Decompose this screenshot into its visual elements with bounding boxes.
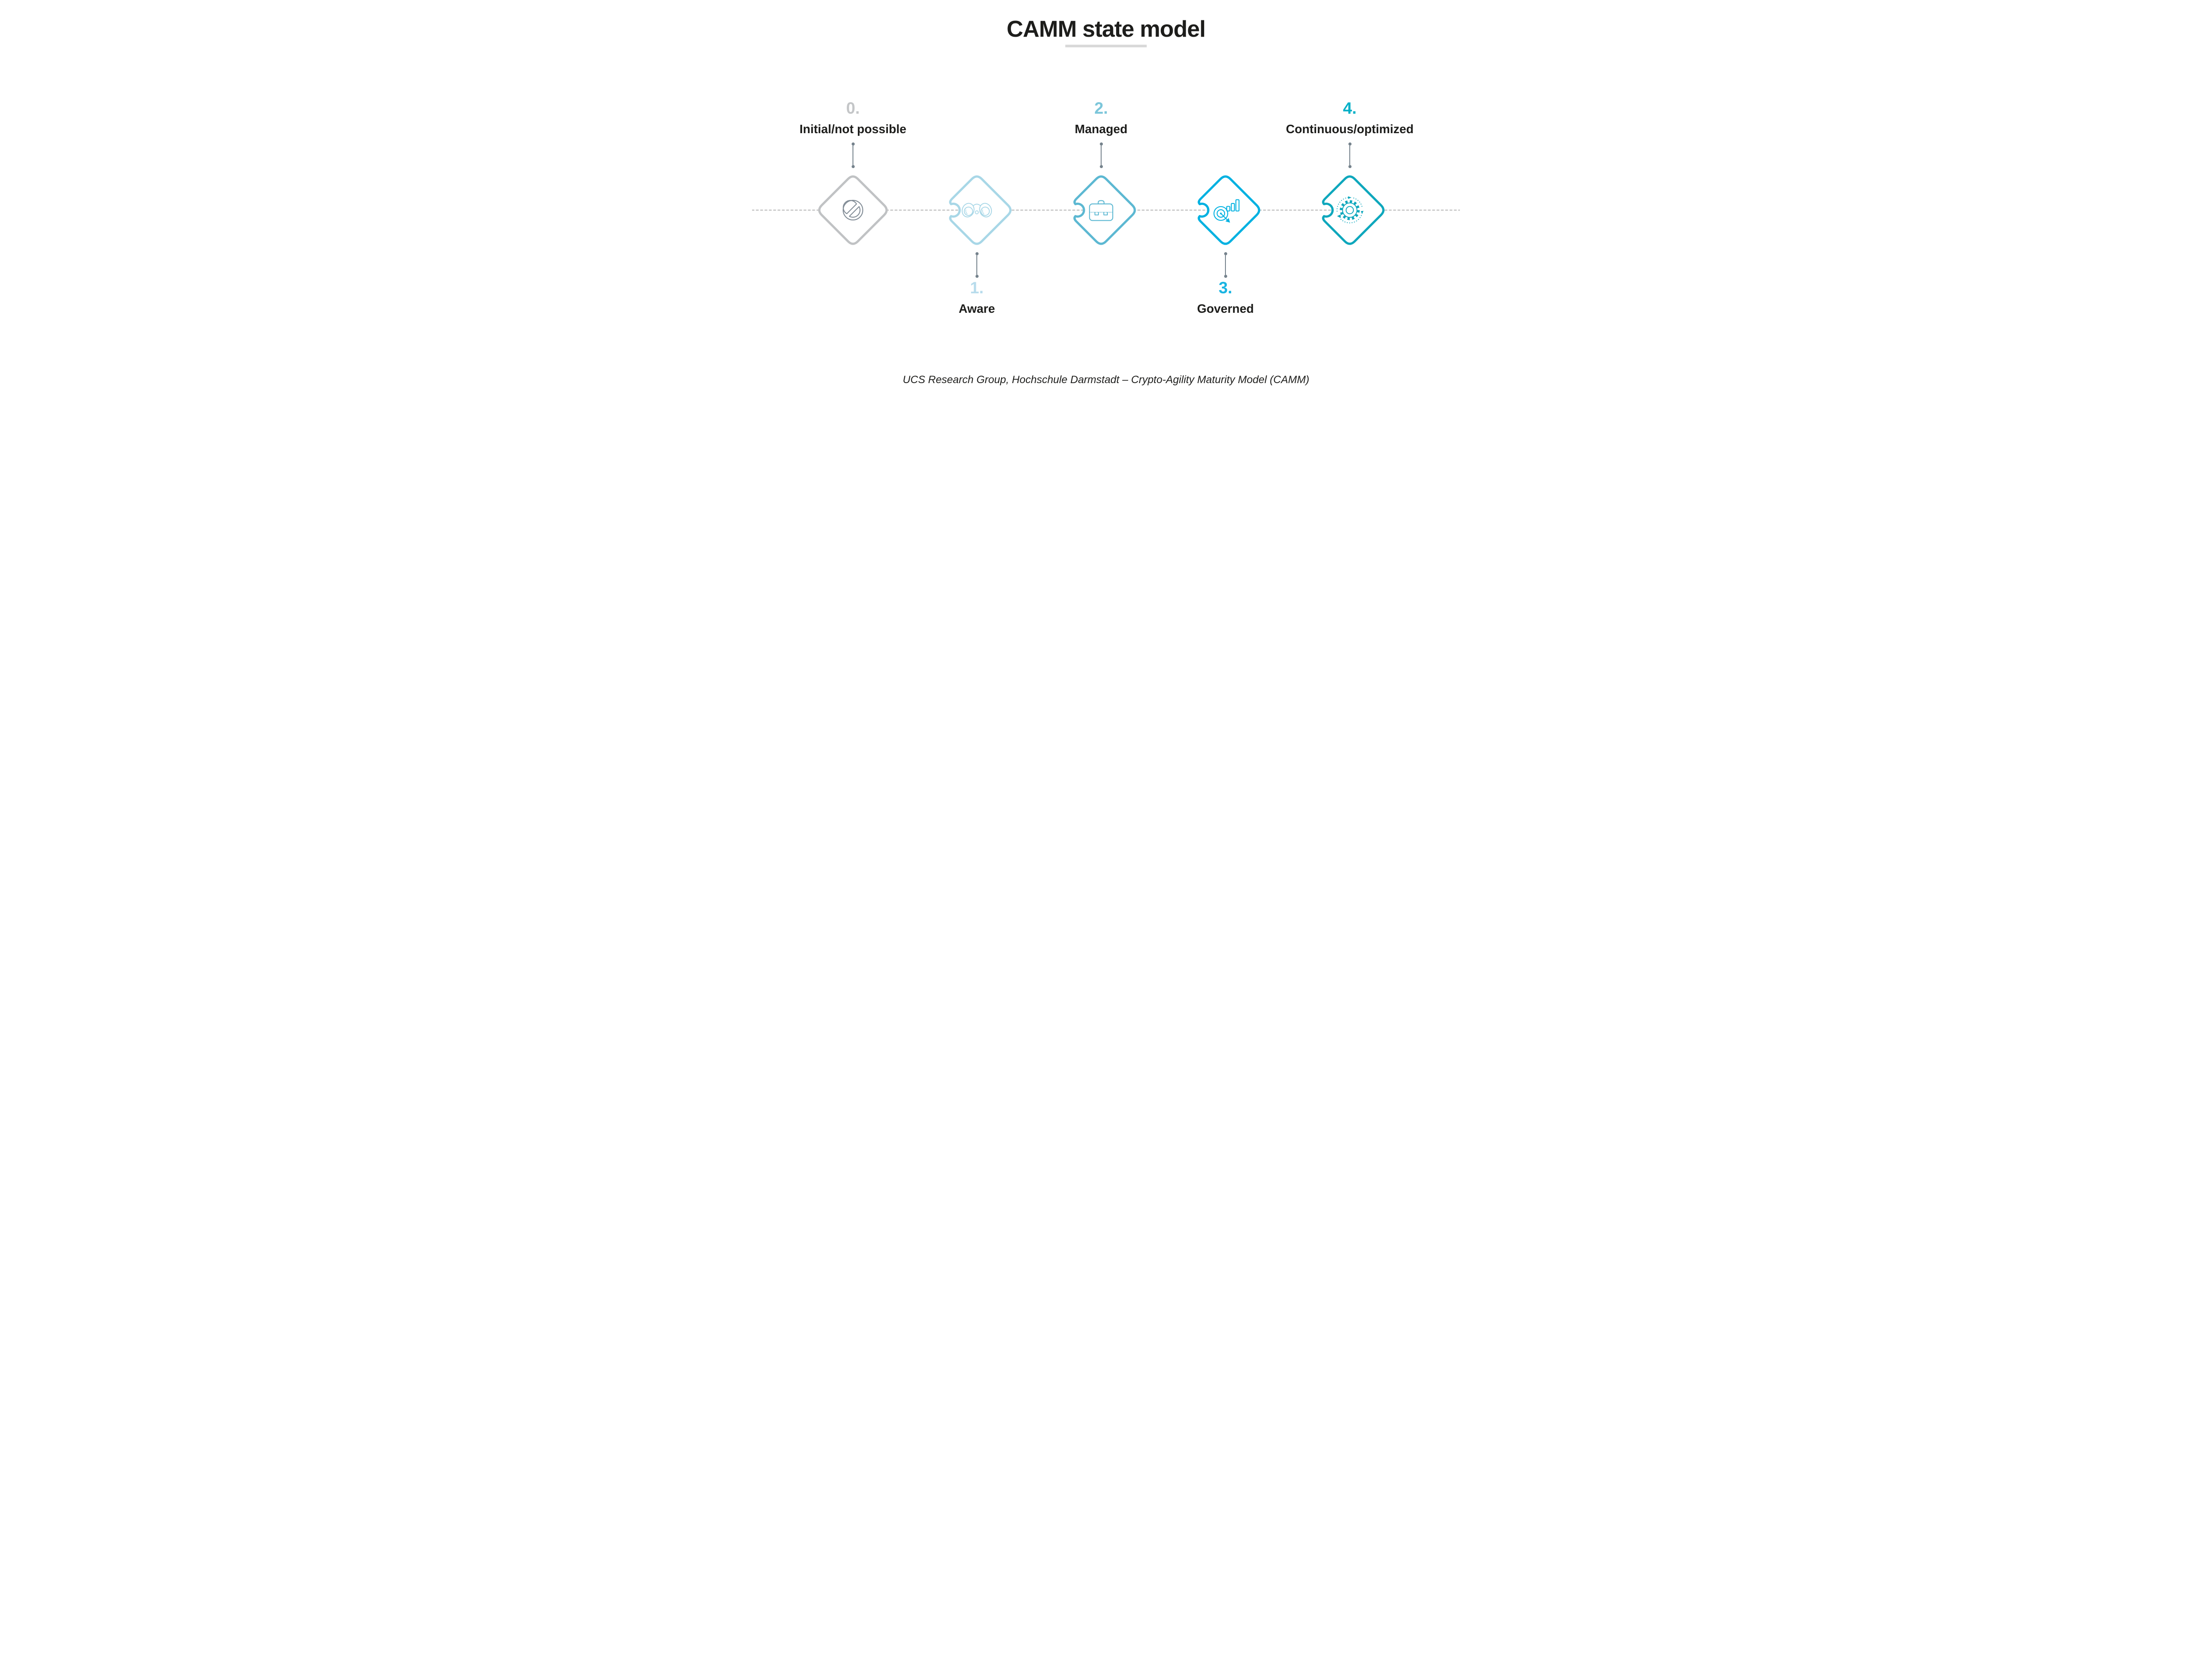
- gear-rotation-icon: [1336, 196, 1364, 223]
- title-underline: [1065, 45, 1147, 47]
- binoculars-icon: [961, 203, 992, 218]
- stage-diamond: [815, 173, 891, 248]
- connector-line: [851, 142, 855, 168]
- page-title: CAMM state model: [1006, 16, 1206, 42]
- connector-line: [1224, 252, 1227, 278]
- source-caption: UCS Research Group, Hochschule Darmstadt…: [902, 374, 1310, 386]
- stage-diamond: [1312, 173, 1387, 248]
- connector-dot: [851, 142, 855, 146]
- connector-dot: [975, 275, 979, 278]
- stage-diamond: [939, 173, 1014, 248]
- connector-dot: [1099, 165, 1103, 168]
- target-growth-icon: [1214, 199, 1240, 223]
- stage-number: 1.: [970, 279, 984, 297]
- connector-dot: [1099, 142, 1103, 146]
- stage-number: 0.: [846, 99, 860, 117]
- connector-dot: [1348, 165, 1352, 168]
- stage-diamond: [1188, 173, 1263, 248]
- briefcase-icon: [1089, 200, 1114, 221]
- connector-dot: [1224, 252, 1227, 255]
- connector-line: [1099, 142, 1103, 168]
- connector-line: [975, 252, 979, 278]
- connector-dot: [975, 252, 979, 255]
- stage-number: 2.: [1094, 99, 1108, 117]
- camm-state-model-diagram: CAMM state model 0. Initial/not possible: [752, 0, 1460, 398]
- connector-dot: [1348, 142, 1352, 146]
- connector-line: [1348, 142, 1352, 168]
- stage-number: 3.: [1218, 279, 1233, 297]
- stage-label: Governed: [1197, 302, 1254, 315]
- connector-dot: [1224, 275, 1227, 278]
- stage-diamond: [1064, 173, 1139, 248]
- stage-label: Managed: [1075, 122, 1128, 136]
- prohibition-icon: [842, 200, 864, 221]
- stage-label: Initial/not possible: [799, 122, 906, 136]
- stage-label: Aware: [958, 302, 995, 315]
- stage-number: 4.: [1343, 99, 1357, 117]
- connector-dot: [851, 165, 855, 168]
- stage-label: Continuous/optimized: [1286, 122, 1414, 136]
